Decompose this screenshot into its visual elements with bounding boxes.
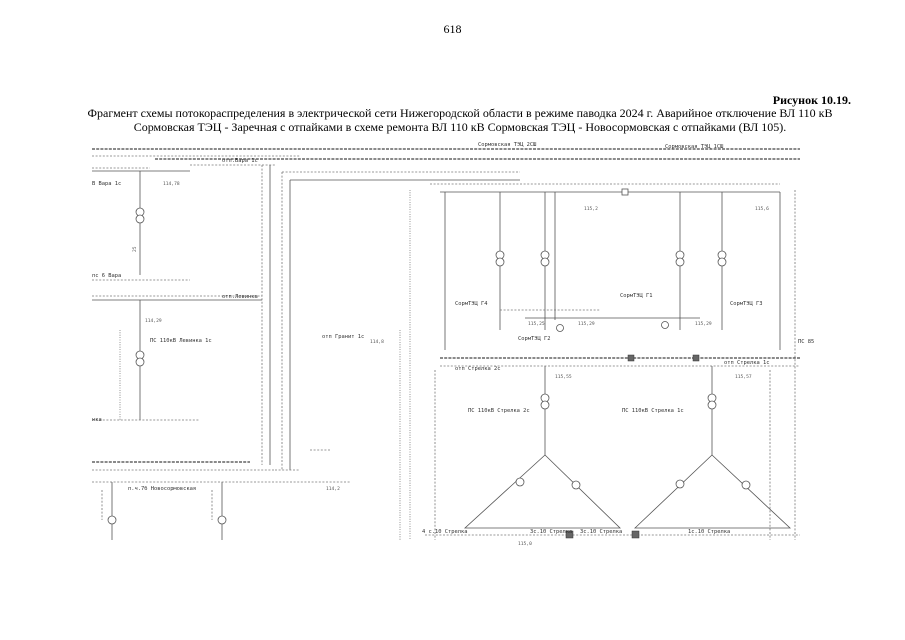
label-otp-vara: отп.Вара 1с — [222, 158, 258, 164]
label-v-strelka-r: 115,57 — [735, 374, 752, 380]
label-sorm-g3: СормТЭЦ Г3 — [730, 301, 762, 307]
label-v-sorm-right: 115,6 — [755, 206, 769, 212]
label-ps-strelka-2: ПС 110кВ Стрелка 2с — [468, 408, 530, 414]
label-sorm-g4: СормТЭЦ Г4 — [455, 301, 487, 307]
label-bottom-strelka-3b: 3с.10 Стрелка — [580, 529, 622, 535]
strelka2-transformer-bottom — [540, 400, 550, 410]
label-sorm-g2: СормТЭЦ Г2 — [518, 336, 550, 342]
vara-rating: 25 — [132, 246, 138, 252]
strelka-bus-switch-a — [627, 354, 635, 362]
novosormovskaya-right-transformer — [217, 515, 227, 525]
figure-caption: Фрагмент схемы потокораспределения в эле… — [60, 106, 860, 134]
label-sormovskaya-bus-1: Сормовская ТЭЦ 1СШ — [665, 144, 723, 150]
label-bottom-strelka-1: 1с.10 Стрелка — [688, 529, 730, 535]
label-otp-strelka-1: отп Стрелка 1с — [724, 360, 769, 366]
page-number: 618 — [443, 22, 462, 36]
label-v-g2: 115,29 — [578, 321, 595, 327]
novosormovskaya-left-transformer — [107, 515, 117, 525]
levinka-transformer-bottom — [135, 357, 145, 367]
g1-transformer-bottom — [675, 257, 685, 267]
strelka2-winding-left — [515, 477, 525, 487]
label-sorm-g1: СормТЭЦ Г1 — [620, 293, 652, 299]
label-v-g1: 115,29 — [695, 321, 712, 327]
caption-line-2: Сормовская ТЭЦ - Заречная с отпайками в … — [133, 120, 787, 134]
label-v-misc-1: 115,25 — [528, 321, 545, 327]
label-ps-levinka: ПС 110кВ Левинка 1с — [150, 338, 212, 344]
label-bottom-strelka-4: 4 с.10 Стрелка — [422, 529, 467, 535]
label-v-mid: 114,8 — [370, 339, 384, 345]
label-ps6-vara: пс 6 Вара — [92, 273, 121, 279]
label-v-sorm-left: 115,2 — [584, 206, 598, 212]
label-ps-strelka-1: ПС 110кВ Стрелка 1с — [622, 408, 684, 414]
vara-transformer-bottom — [135, 214, 145, 224]
sorm-breaker — [621, 188, 629, 196]
g1-lower-transformer — [661, 321, 669, 329]
strelka2-winding-right — [571, 480, 581, 490]
label-otp-levinka: отп.Левинка — [222, 294, 258, 300]
label-left-edge: нка — [92, 417, 102, 423]
g2-transformer — [556, 324, 564, 332]
label-v-vara-top: 114,78 — [163, 181, 180, 187]
label-v-levinka: 114,29 — [145, 318, 162, 324]
strelka1-winding-right — [741, 480, 751, 490]
g4-transformer-bottom — [495, 257, 505, 267]
figure-label: Рисунок 10.19. — [772, 93, 851, 107]
strelka-bus-switch-b — [692, 354, 700, 362]
label-v-strelka: 115,55 — [555, 374, 572, 380]
label-v-misc-2: 115,0 — [518, 541, 532, 547]
strelka1-transformer-bottom — [707, 400, 717, 410]
label-ps-85: ПС 85 — [798, 339, 814, 345]
label-otp-granit: отп Гранит 1с — [322, 334, 364, 340]
label-tp-novosormovskaya: п.ч.7б Новосормовская — [128, 485, 196, 492]
label-sormovskaya-bus-2: Сормовская ТЭЦ 2СШ — [478, 142, 536, 148]
label-otp-strelka-2: отп Стрелка 2с — [455, 366, 500, 372]
label-bottom-strelka-3: 3с.10 Стрелка — [530, 529, 572, 535]
bottom-switch-b — [631, 530, 640, 539]
label-b-vara: В Вара 1с — [92, 181, 121, 187]
g3-transformer-bottom — [717, 257, 727, 267]
caption-line-1: Фрагмент схемы потокораспределения в эле… — [87, 106, 833, 120]
strelka1-winding-left — [675, 479, 685, 489]
gmid-transformer-bottom — [540, 257, 550, 267]
strelka1-triangle — [633, 454, 792, 529]
strelka2-triangle — [463, 454, 621, 529]
bottom-switch-a — [565, 530, 574, 539]
label-v-bottom-left: 114,2 — [326, 486, 340, 492]
